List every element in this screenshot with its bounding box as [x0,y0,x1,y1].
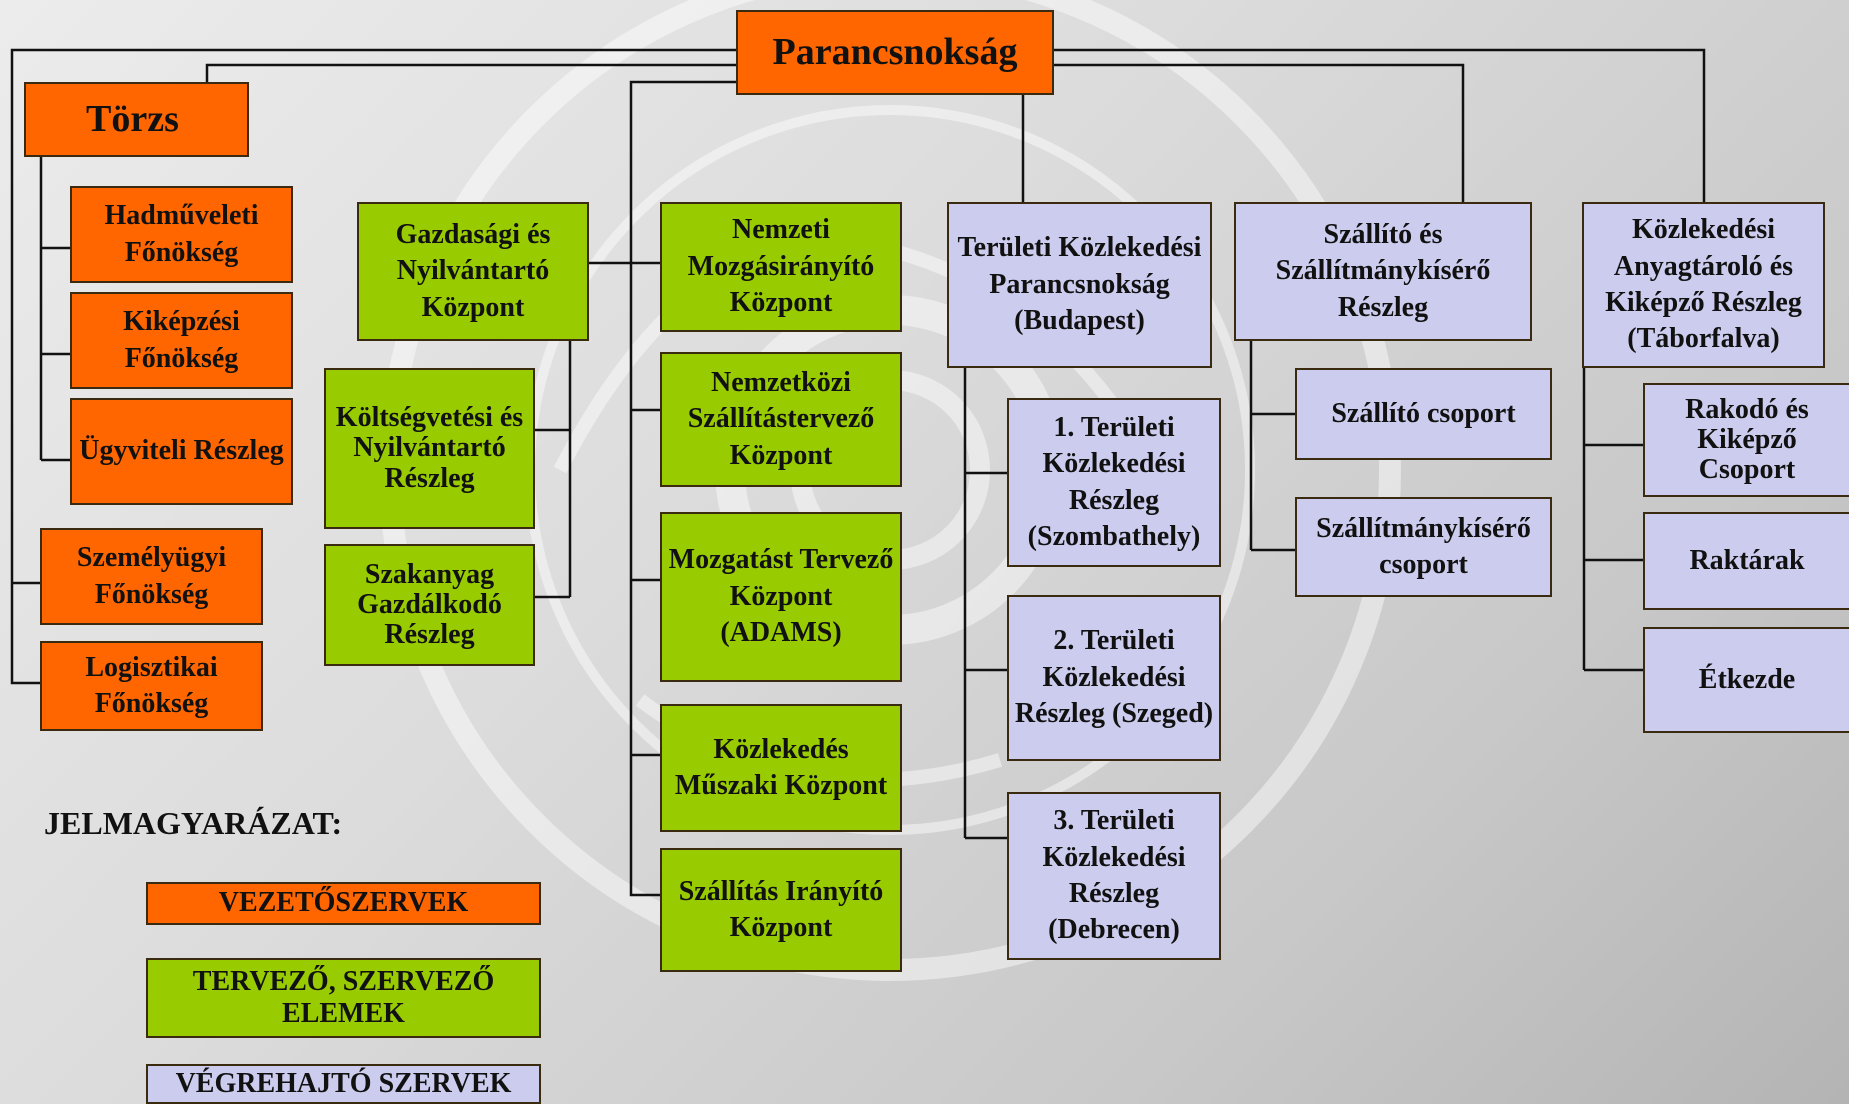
central-unit-adams: Mozgatást Tervező Központ (ADAMS) [660,512,902,682]
central-unit-nemzeti-mozgasiranyito: Nemzeti Mozgásirányító Központ [660,202,902,332]
torzs-unit-kikepzesi: Kiképzési Főnökség [70,292,293,389]
torzs-unit-label: Kiképzési Főnökség [123,306,240,374]
economic-unit-label: Szakanyag Gazdálkodó Részleg [357,558,502,651]
economic-center-label: Gazdasági és Nyilvántartó Központ [395,218,551,323]
territorial-head-label: Területi Közlekedési Parancsnokság (Buda… [957,232,1202,337]
torzs-unit-ugyviteli: Ügyviteli Részleg [70,398,293,505]
depot-head: Közlekedési Anyagtároló és Kiképző Részl… [1582,202,1825,368]
legend-item-leadership: VEZETŐSZERVEK [146,882,541,925]
torzs-label: Törzs [86,97,179,140]
leadership-unit-logisztikai: Logisztikai Főnökség [40,641,263,731]
territorial-head: Területi Közlekedési Parancsnokság (Buda… [947,202,1212,368]
central-unit-label: Nemzeti Mozgásirányító Központ [687,214,875,319]
central-unit-label: Mozgatást Tervező Központ (ADAMS) [668,544,894,649]
territorial-unit-label: 1. Területi Közlekedési Részleg (Szombat… [1027,411,1201,552]
central-unit-label: Nemzetközi Szállítástervező Központ [687,366,875,471]
torzs-unit-label: Ügyviteli Részleg [79,435,284,467]
legend-title: JELMAGYARÁZAT: [44,805,343,841]
economic-center: Gazdasági és Nyilvántartó Központ [357,202,589,341]
economic-unit-szakanyag: Szakanyag Gazdálkodó Részleg [324,544,535,666]
torzs-box: Törzs [24,82,249,157]
central-unit-nemzetkozi-szallitastervezo: Nemzetközi Szállítástervező Központ [660,352,902,487]
leadership-unit-szemelyugyi: Személyügyi Főnökség [40,528,263,625]
leadership-unit-label: Személyügyi Főnökség [76,542,227,610]
depot-unit-rakodo: Rakodó és Kiképző Csoport [1643,383,1849,497]
leadership-unit-label: Logisztikai Főnökség [85,651,218,719]
torzs-unit-label: Hadműveleti Főnökség [104,200,259,268]
transport-head-label: Szállító és Szállítmánykísérő Részleg [1275,218,1491,323]
depot-unit-raktarak: Raktárak [1643,512,1849,610]
transport-unit-szallito-csoport: Szállító csoport [1295,368,1552,460]
root-parancsnoksag: Parancsnokság [736,10,1054,95]
central-unit-label: Közlekedés Műszaki Központ [674,733,888,801]
legend-item-label: VÉGREHAJTÓ SZERVEK [175,1068,512,1099]
central-unit-kozlekedes-muszaki: Közlekedés Műszaki Központ [660,704,902,832]
transport-unit-szallitmanykisero-csoport: Szállítmánykísérő csoport [1295,497,1552,597]
economic-unit-koltsegvetesi: Költségvetési és Nyilvántartó Részleg [324,368,535,529]
central-unit-szallitas-iranyito: Szállítás Irányító Központ [660,848,902,972]
transport-head: Szállító és Szállítmánykísérő Részleg [1234,202,1532,341]
legend-item-label: TERVEZŐ, SZERVEZŐ ELEMEK [192,965,495,1029]
economic-unit-label: Költségvetési és Nyilvántartó Részleg [335,402,524,494]
depot-unit-etkezde: Étkezde [1643,627,1849,733]
territorial-unit-szeged: 2. Területi Közlekedési Részleg (Szeged) [1007,595,1221,761]
territorial-unit-szombathely: 1. Területi Közlekedési Részleg (Szombat… [1007,398,1221,567]
depot-unit-label: Raktárak [1689,544,1805,576]
legend-item-label: VEZETŐSZERVEK [218,887,469,919]
territorial-unit-label: 3. Területi Közlekedési Részleg (Debrece… [1042,805,1186,946]
root-label: Parancsnokság [772,30,1018,73]
transport-unit-label: Szállító csoport [1331,397,1516,429]
legend-item-executive: VÉGREHAJTÓ SZERVEK [146,1064,541,1104]
legend-item-planning: TERVEZŐ, SZERVEZŐ ELEMEK [146,958,541,1038]
transport-unit-label: Szállítmánykísérő csoport [1316,512,1531,580]
depot-head-label: Közlekedési Anyagtároló és Kiképző Részl… [1605,214,1802,355]
territorial-unit-debrecen: 3. Területi Közlekedési Részleg (Debrece… [1007,792,1221,960]
central-unit-label: Szállítás Irányító Központ [678,875,884,943]
depot-unit-label: Rakodó és Kiképző Csoport [1685,393,1809,486]
depot-unit-label: Étkezde [1698,663,1796,695]
territorial-unit-label: 2. Területi Közlekedési Részleg (Szeged) [1014,625,1214,730]
torzs-unit-hadmuveleti: Hadműveleti Főnökség [70,186,293,283]
